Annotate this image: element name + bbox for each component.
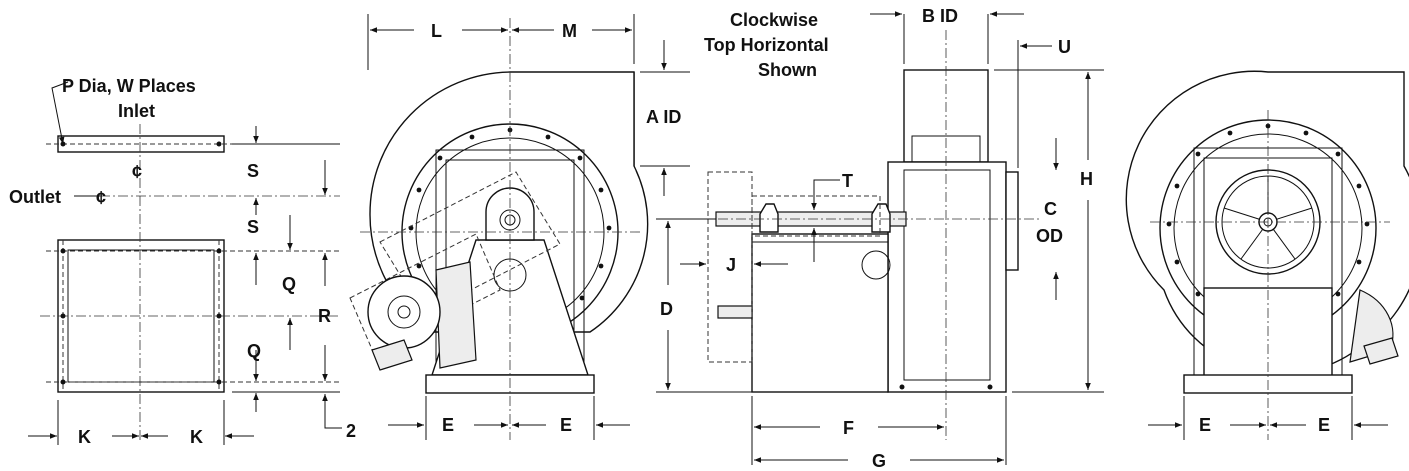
dim-e-rear-left: E: [1199, 415, 1211, 435]
housing-side-view: [349, 14, 690, 440]
flange-holes-label: P Dia, W Places: [62, 76, 196, 96]
dim-l: L: [431, 21, 442, 41]
motor-bracket: [435, 261, 477, 369]
dim-e-side-left: E: [442, 415, 454, 435]
dim-g: G: [872, 451, 886, 471]
dim-q-upper: Q: [282, 274, 296, 294]
flange-hole: [216, 313, 222, 319]
dim-s-lower: S: [247, 217, 259, 237]
bearing: [485, 187, 535, 241]
ring-bolt-holes: [408, 127, 612, 301]
front-view: [656, 11, 1104, 465]
dim-u: U: [1058, 37, 1071, 57]
flange-hole: [60, 379, 66, 385]
dim-a-id: A ID: [646, 107, 681, 127]
dim-k-left: K: [78, 427, 91, 447]
inlet-label: Inlet: [118, 101, 155, 121]
outlet-label: Outlet: [9, 187, 61, 207]
dim-od: OD: [1036, 226, 1063, 246]
dim-h: H: [1080, 169, 1093, 189]
dimension-labels: P Dia, W Places Inlet ¢ Outlet ¢ S S Q R…: [9, 6, 1330, 471]
inlet-centerline-symbol: ¢: [132, 162, 142, 182]
dim-e-rear-right: E: [1318, 415, 1330, 435]
rear-view: [1125, 70, 1409, 440]
outlet-centerline-symbol: ¢: [96, 188, 106, 208]
flange-hole: [60, 313, 66, 319]
flange-hole: [216, 379, 222, 385]
flange-view: [28, 81, 342, 445]
dim-q-lower: Q: [247, 341, 261, 361]
bearing-base: [751, 233, 889, 393]
dim-c: C: [1044, 199, 1057, 219]
dim-s-upper: S: [247, 161, 259, 181]
rotation-line-3: Shown: [758, 60, 817, 80]
flange-hole: [216, 141, 222, 147]
dim-m: M: [562, 21, 577, 41]
dim-f: F: [843, 418, 854, 438]
dim-r: R: [318, 306, 331, 326]
dim-e-side-right: E: [560, 415, 572, 435]
motor: [367, 275, 441, 349]
flange-hole: [216, 248, 222, 254]
fan-housing: [887, 161, 1007, 393]
dim-b-id: B ID: [922, 6, 958, 26]
motor-outline: [707, 171, 753, 363]
dim-k-right: K: [190, 427, 203, 447]
dim-j: J: [726, 255, 736, 275]
rotation-line-2: Top Horizontal: [704, 35, 829, 55]
dim-t: T: [842, 171, 853, 191]
rotation-line-1: Clockwise: [730, 10, 818, 30]
rear-ring-bolt-holes: [1166, 123, 1370, 297]
dim-2: 2: [346, 421, 356, 441]
dim-d: D: [660, 299, 673, 319]
flange-hole: [60, 248, 66, 254]
